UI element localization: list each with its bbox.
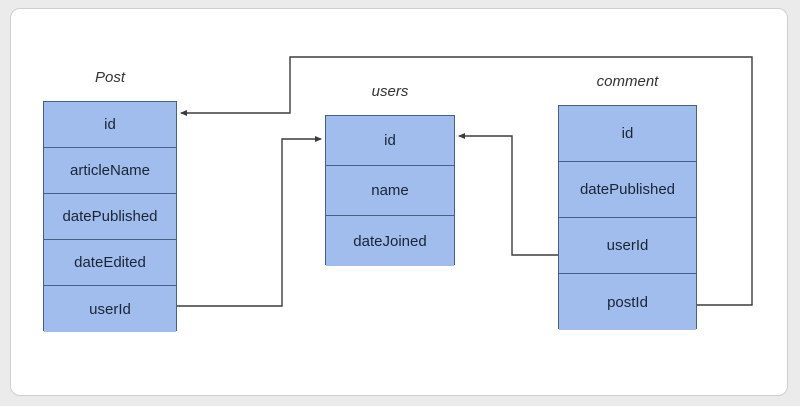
attribute-row[interactable]: id [559, 106, 696, 162]
attribute-row[interactable]: id [326, 116, 454, 166]
entity-title-Post: Post [94, 69, 125, 86]
attribute-row[interactable]: dateEdited [44, 240, 176, 286]
attribute-row[interactable]: postId [559, 274, 696, 330]
attribute-row[interactable]: datePublished [559, 162, 696, 218]
attribute-row[interactable]: userId [559, 218, 696, 274]
attribute-row[interactable]: datePublished [44, 194, 176, 240]
attribute-row[interactable]: id [44, 102, 176, 148]
entity-title-users: users [371, 83, 409, 100]
attribute-row[interactable]: userId [44, 286, 176, 332]
attribute-row[interactable]: articleName [44, 148, 176, 194]
attribute-row[interactable]: name [326, 166, 454, 216]
attribute-row[interactable]: dateJoined [326, 216, 454, 266]
entity-title-comment: comment [596, 73, 659, 90]
